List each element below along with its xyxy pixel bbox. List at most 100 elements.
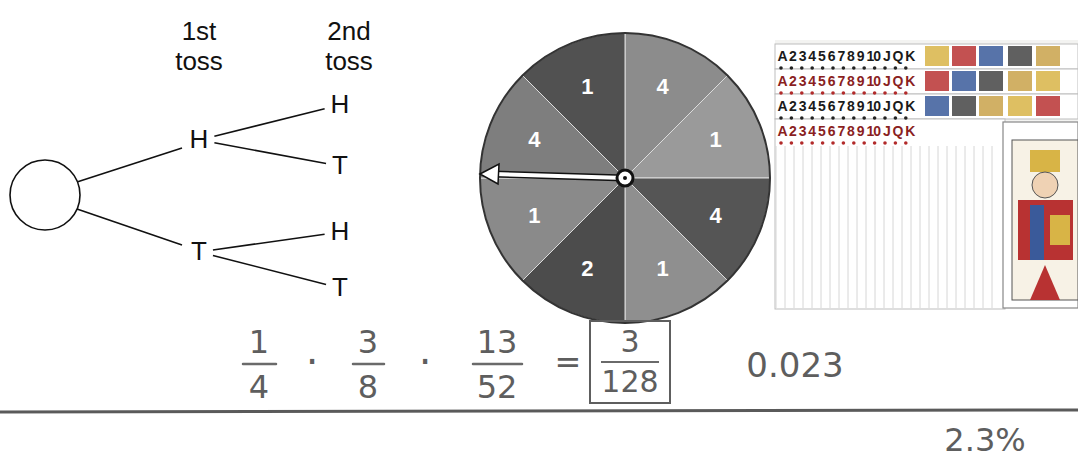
card-edge (776, 146, 777, 308)
suit-pip (862, 66, 866, 70)
spinner-sector (522, 33, 625, 178)
suit-pip (873, 91, 877, 95)
suit-pip (842, 66, 846, 70)
handwritten-math: · (419, 339, 432, 385)
card-row (775, 69, 1078, 94)
outcome-letter: T (332, 151, 348, 180)
suit-pip (800, 141, 804, 145)
face-card-art (1036, 46, 1060, 66)
suit-pip (883, 116, 887, 120)
outcome-letter: T (191, 237, 207, 266)
arrow-head (480, 164, 499, 184)
suit-heart (1030, 265, 1060, 300)
suit-pip (894, 91, 898, 95)
suit-pip (894, 66, 898, 70)
suit-pip (904, 91, 908, 95)
card-row (775, 94, 1078, 119)
suit-pip (904, 141, 908, 145)
card-index-row: A 2 3 4 5 6 7 8 9 10 J Q K (778, 123, 915, 139)
face-card-art (1036, 96, 1060, 116)
card-edge (911, 146, 912, 308)
robe (1018, 200, 1073, 260)
arrow-shaft (494, 174, 625, 178)
suit-pip (873, 141, 877, 145)
handwritten-math: 13 (477, 324, 518, 361)
answer-text: 128 (601, 365, 658, 399)
tree-branch (214, 109, 324, 136)
face-card-art (1008, 46, 1032, 66)
suit-pip (821, 91, 825, 95)
card-edge (821, 146, 822, 308)
card-row (775, 44, 1078, 69)
suit-pip (831, 91, 835, 95)
card-edge (947, 146, 948, 308)
suit-pip (821, 66, 825, 70)
spinner-number: 1 (528, 203, 540, 228)
tree-branch (213, 256, 326, 285)
card-edges (776, 146, 992, 308)
face-card-art (1008, 96, 1032, 116)
suit-pip (810, 141, 814, 145)
suit-pip (862, 91, 866, 95)
card-frame (1012, 140, 1078, 300)
root-circle (10, 160, 80, 230)
suit-pip (852, 91, 856, 95)
column-heading: 1st toss (164, 17, 234, 77)
tree-branch (214, 143, 326, 164)
spinner-pin (623, 176, 627, 180)
outcome-node: H (186, 124, 213, 155)
face-card-art (1036, 71, 1060, 91)
fraction-bar (601, 361, 658, 363)
face-card-art (925, 96, 949, 116)
suit-pip (842, 91, 846, 95)
column-heading: 2nd toss (314, 17, 384, 77)
answer-box: 3128 (589, 320, 670, 403)
suit-pip (821, 141, 825, 145)
card-edge (929, 146, 930, 308)
face-card-art (925, 46, 949, 66)
card-index-row: A 2 3 4 5 6 7 8 9 10 J Q K (778, 48, 915, 64)
suit-pip (883, 91, 887, 95)
suit-pip (790, 141, 794, 145)
face-card-art (1008, 71, 1032, 91)
card-edge (794, 146, 795, 308)
spinner-number: 1 (709, 128, 721, 153)
suit-pip (883, 141, 887, 145)
handwritten-math: 2.3% (944, 422, 1025, 459)
tree-branch (213, 234, 325, 250)
card-edge (803, 146, 804, 308)
card-edge (866, 146, 867, 308)
suit-pip (894, 116, 898, 120)
face-card-art (979, 71, 1003, 91)
crown (1030, 150, 1060, 172)
face-card-art (952, 71, 976, 91)
fraction-bar (353, 363, 384, 366)
card-edge (983, 146, 984, 308)
suit-pip (883, 66, 887, 70)
answer-text: 3 (601, 325, 658, 359)
suit-pip (852, 66, 856, 70)
suit-pip (831, 66, 835, 70)
spinner-number: 1 (656, 256, 668, 281)
fraction-bar (473, 363, 522, 366)
card-edge (974, 146, 975, 308)
outcome-letter: H (190, 125, 209, 154)
suit-pip (790, 66, 794, 70)
suit-pip (894, 141, 898, 145)
suit-pip (779, 116, 783, 120)
card-index-row: A 2 3 4 5 6 7 8 9 10 J Q K (778, 98, 915, 114)
suit-pip (831, 116, 835, 120)
suit-pip (904, 116, 908, 120)
handwritten-math: 0.023 (746, 346, 843, 385)
spinner-number: 2 (581, 256, 593, 281)
suit-pip (790, 91, 794, 95)
suit-pip (800, 91, 804, 95)
suit-pip (842, 116, 846, 120)
card-edge (830, 146, 831, 308)
handwritten-math: 8 (358, 369, 378, 406)
fraction-bar (243, 363, 276, 366)
king-card (1003, 122, 1078, 308)
card-edge (884, 146, 885, 308)
